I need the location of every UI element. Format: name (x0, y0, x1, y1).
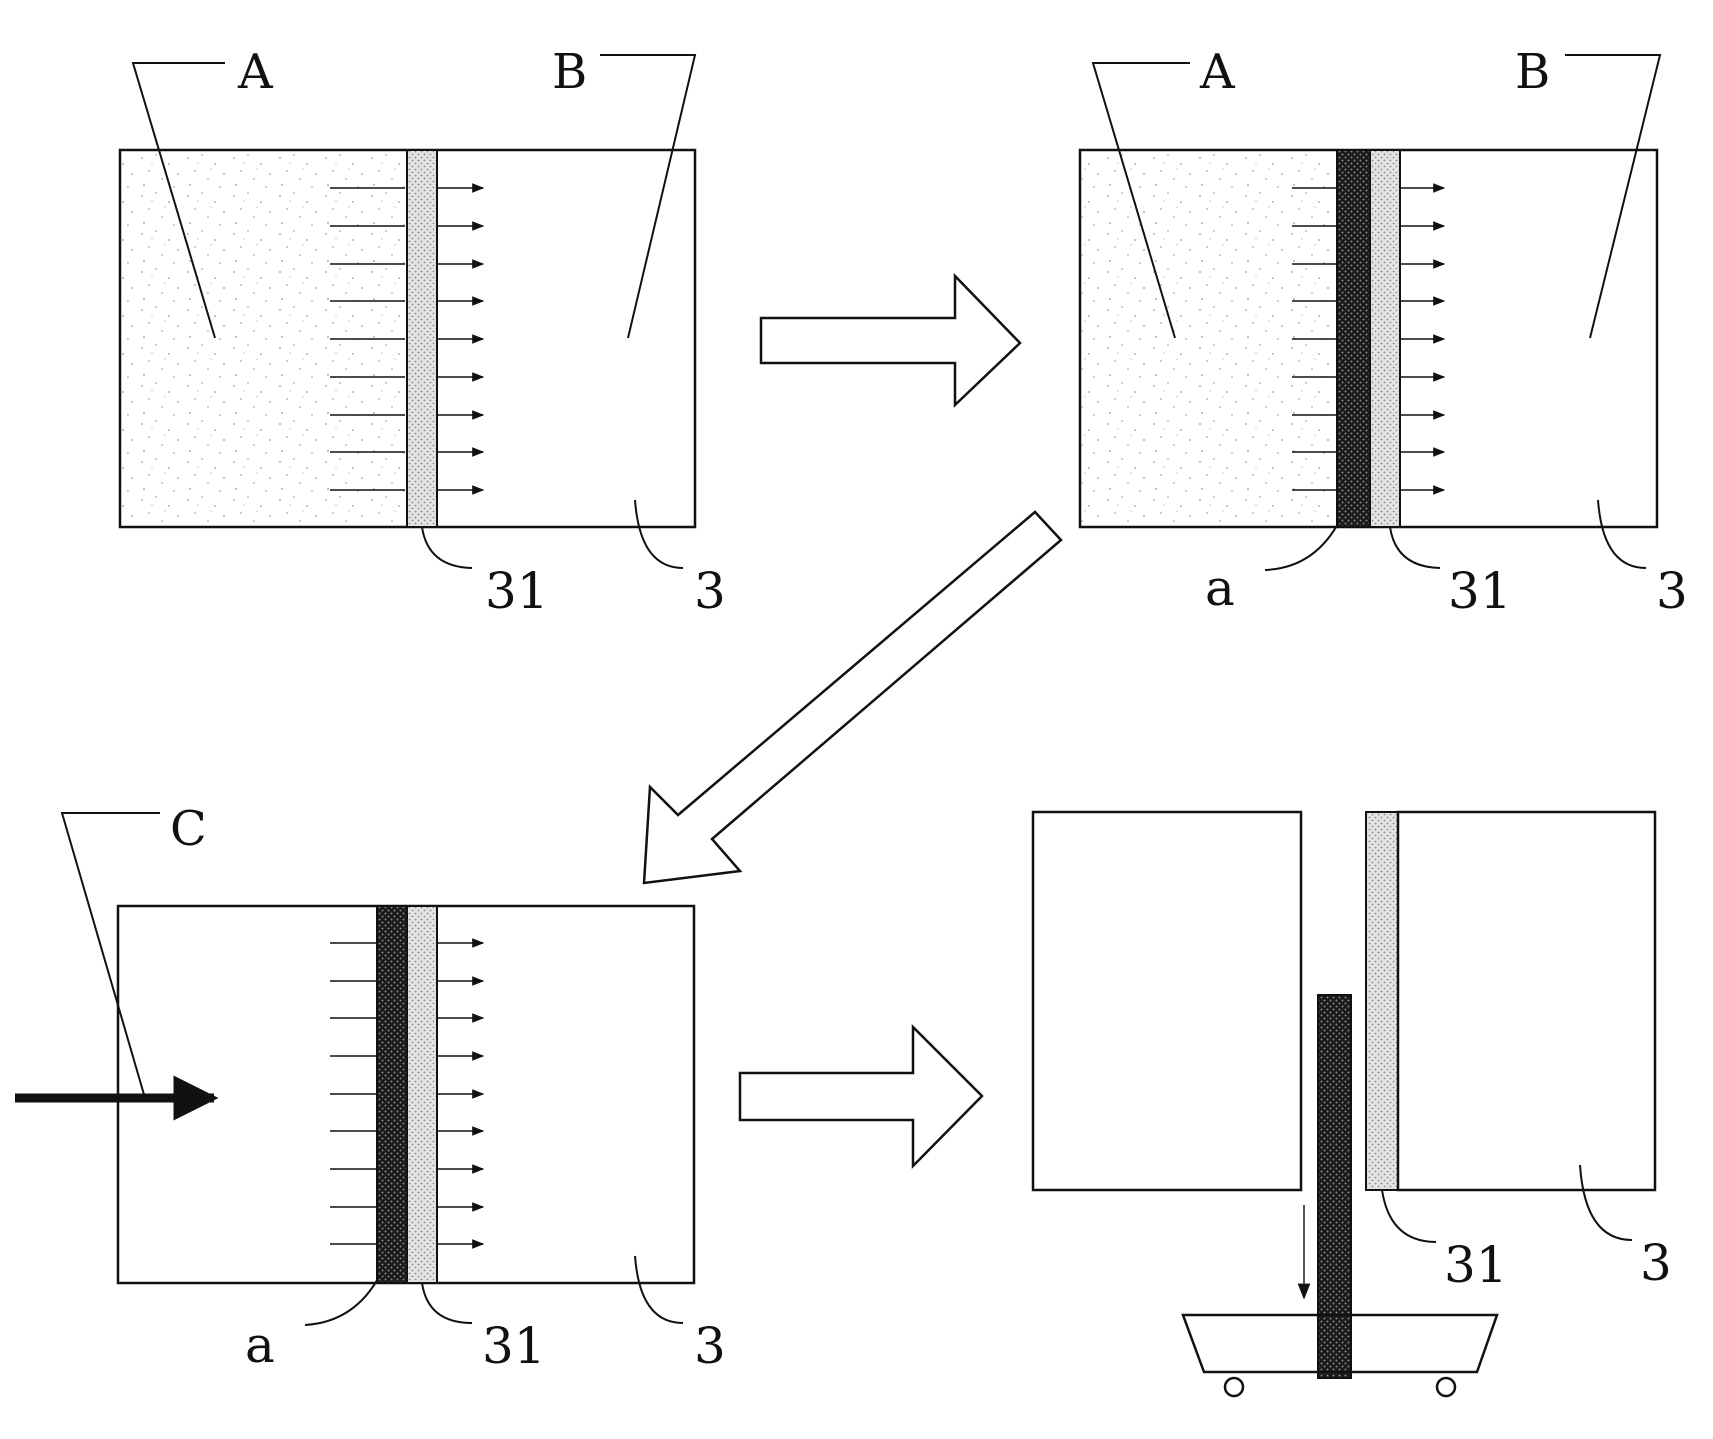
cart-wheel (1223, 1376, 1245, 1398)
membrane-31 (406, 905, 438, 1284)
panel-3: C a 31 3 (15, 801, 726, 1375)
label-31: 31 (485, 562, 549, 620)
label-deposit-a: a (245, 1316, 275, 1374)
panel-1: A B 31 3 (118, 44, 726, 620)
deposit-a (376, 905, 408, 1284)
panel-4: 31 3 (1031, 810, 1672, 1398)
leader-3 (1597, 499, 1647, 569)
membrane-31 (406, 149, 438, 528)
label-a: A (1199, 44, 1236, 100)
label-deposit-a: a (1205, 559, 1235, 617)
flow-arrows (330, 938, 485, 1249)
flow-arrows (1292, 183, 1446, 495)
panel-2: A B a 31 3 (1078, 44, 1688, 620)
membrane-31 (1369, 149, 1401, 528)
label-3: 3 (694, 562, 726, 620)
label-31: 31 (1444, 1236, 1508, 1294)
leader-3 (634, 499, 684, 569)
leader-31 (1381, 1189, 1437, 1243)
label-31: 31 (1448, 562, 1512, 620)
cart-wheel (1435, 1376, 1457, 1398)
label-a: A (237, 44, 274, 100)
label-b: B (1515, 44, 1550, 100)
label-31: 31 (482, 1317, 546, 1375)
leader-3 (1579, 1164, 1633, 1241)
leader-31 (421, 1282, 473, 1324)
leader-b (1565, 54, 1662, 339)
leader-b (600, 54, 697, 339)
process-arrow-right-2 (738, 1023, 984, 1170)
label-3: 3 (1640, 1234, 1672, 1292)
leader-31 (1389, 526, 1441, 569)
left-chamber (1031, 810, 1303, 1192)
membrane-31 (1365, 811, 1399, 1191)
right-chamber (1396, 810, 1657, 1192)
label-3: 3 (1656, 562, 1688, 620)
leader-a (1091, 62, 1190, 339)
leader-31 (421, 526, 473, 569)
leader-3 (634, 1255, 684, 1324)
deposit-a-sheet (1317, 994, 1352, 1379)
leader-c (60, 812, 160, 1099)
label-c: C (170, 801, 207, 857)
leader-deposit-a (304, 1274, 381, 1326)
leader-deposit-a (1264, 519, 1341, 571)
process-arrow-diagonal (642, 510, 1063, 885)
label-b: B (552, 44, 587, 100)
deposit-a (1336, 149, 1371, 528)
process-arrow-right-1 (759, 272, 1022, 408)
flow-arrows (330, 183, 485, 495)
collection-cart (1181, 1313, 1499, 1398)
label-3: 3 (694, 1317, 726, 1375)
leader-a (131, 62, 225, 339)
